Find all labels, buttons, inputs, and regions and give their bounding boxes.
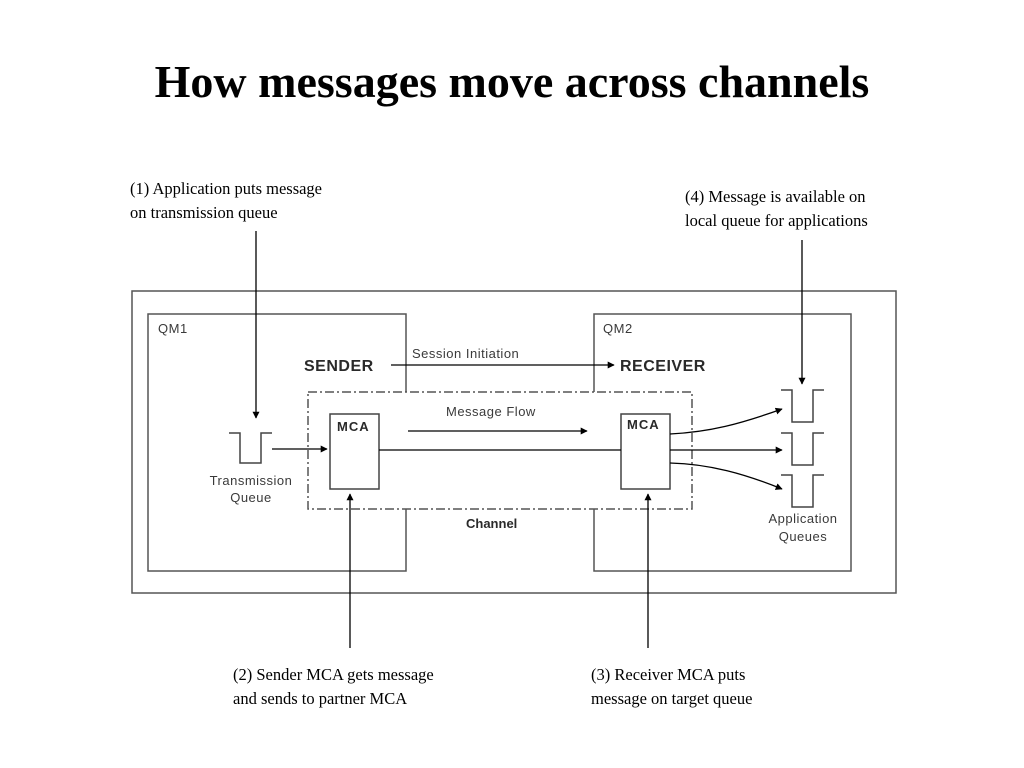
transmission-queue-label-1: Transmission: [210, 473, 293, 488]
sender-mca-label: MCA: [337, 419, 370, 434]
step-3-line-2: message on target queue: [591, 689, 753, 708]
step-4-line-1: (4) Message is available on: [685, 187, 866, 206]
application-queue-icon-2: [781, 432, 824, 466]
transmission-queue-label-2: Queue: [230, 490, 272, 505]
message-flow-label: Message Flow: [446, 404, 536, 419]
sender-mca-box: [329, 413, 380, 490]
step-4-line-2: local queue for applications: [685, 211, 868, 230]
outer-frame: [131, 290, 897, 594]
step-3-line-1: (3) Receiver MCA puts: [591, 665, 746, 684]
receiver-label: RECEIVER: [620, 358, 706, 375]
receiver-mca-box: [620, 413, 671, 490]
page-title: How messages move across channels: [154, 56, 870, 107]
step-2-line-2: and sends to partner MCA: [233, 689, 408, 708]
application-queues-label-1: Application: [768, 511, 837, 526]
mca-to-appq-arrow-1: [669, 407, 783, 435]
mca-to-appq-arrow-3: [669, 462, 783, 490]
application-queue-icon-3: [781, 474, 824, 508]
step-1-note: (1) Application puts message on transmis…: [130, 177, 322, 225]
receiver-mca-label: MCA: [627, 417, 660, 432]
step-2-note: (2) Sender MCA gets message and sends to…: [233, 663, 434, 711]
sender-label: SENDER: [304, 358, 374, 375]
application-queues-label-2: Queues: [779, 529, 828, 544]
application-queue-icon-1: [781, 389, 824, 423]
transmission-queue-icon: [229, 432, 272, 464]
qm2-label: QM2: [603, 321, 633, 336]
step-4-note: (4) Message is available on local queue …: [685, 185, 868, 233]
step-1-line-1: (1) Application puts message: [130, 179, 323, 198]
step-3-note: (3) Receiver MCA puts message on target …: [591, 663, 752, 711]
channel-label: Channel: [466, 516, 517, 531]
step-2-line-1: (2) Sender MCA gets message: [233, 665, 434, 684]
session-initiation-label: Session Initiation: [412, 346, 519, 361]
qm1-label: QM1: [158, 321, 188, 336]
step-1-line-2: on transmission queue: [130, 203, 278, 222]
